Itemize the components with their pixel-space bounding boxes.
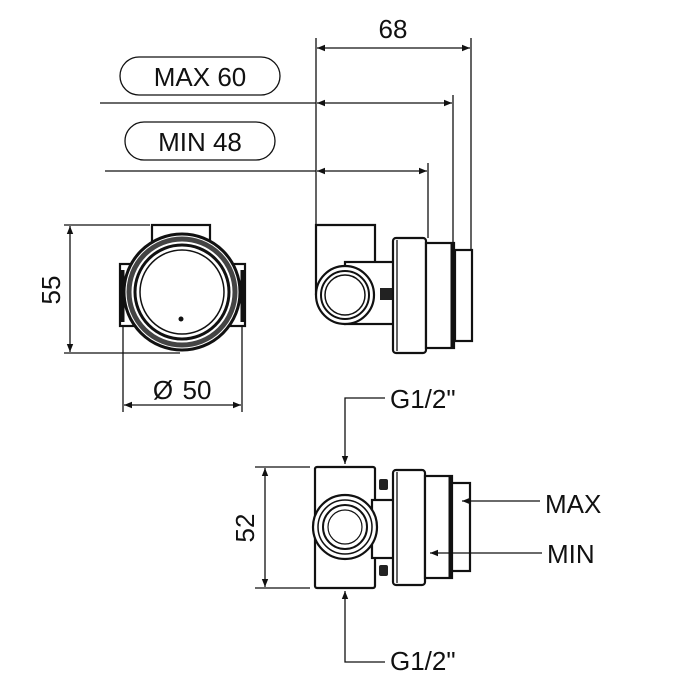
dimension-max-60: MAX 60 bbox=[100, 56, 454, 243]
inlet-bottom-label: G1/2" bbox=[390, 646, 456, 676]
dimension-diameter-50: Ø 50 bbox=[122, 326, 243, 412]
dimension-min-48: MIN 48 bbox=[105, 121, 429, 238]
max-callout: MAX bbox=[462, 489, 601, 519]
dimension-50-label: 50 bbox=[183, 375, 212, 405]
diameter-symbol: Ø bbox=[153, 375, 173, 405]
dimension-55-label: 55 bbox=[36, 276, 66, 305]
min-label: MIN bbox=[547, 539, 595, 569]
dimension-52: 52 bbox=[230, 466, 310, 589]
side-view bbox=[314, 223, 474, 355]
inlet-top-callout: G1/2" bbox=[341, 384, 456, 464]
dimension-68-label: 68 bbox=[379, 14, 408, 44]
inlet-bottom-callout: G1/2" bbox=[341, 591, 456, 676]
bottom-view bbox=[311, 465, 472, 590]
front-view bbox=[118, 223, 247, 352]
dimension-68: 68 bbox=[315, 14, 472, 250]
min-callout: MIN bbox=[430, 539, 595, 569]
dimension-55: 55 bbox=[36, 224, 180, 354]
min-48-label: MIN 48 bbox=[158, 127, 242, 157]
dimension-52-label: 52 bbox=[230, 514, 260, 543]
inlet-top-label: G1/2" bbox=[390, 384, 456, 414]
max-label: MAX bbox=[545, 489, 601, 519]
max-60-label: MAX 60 bbox=[154, 62, 247, 92]
